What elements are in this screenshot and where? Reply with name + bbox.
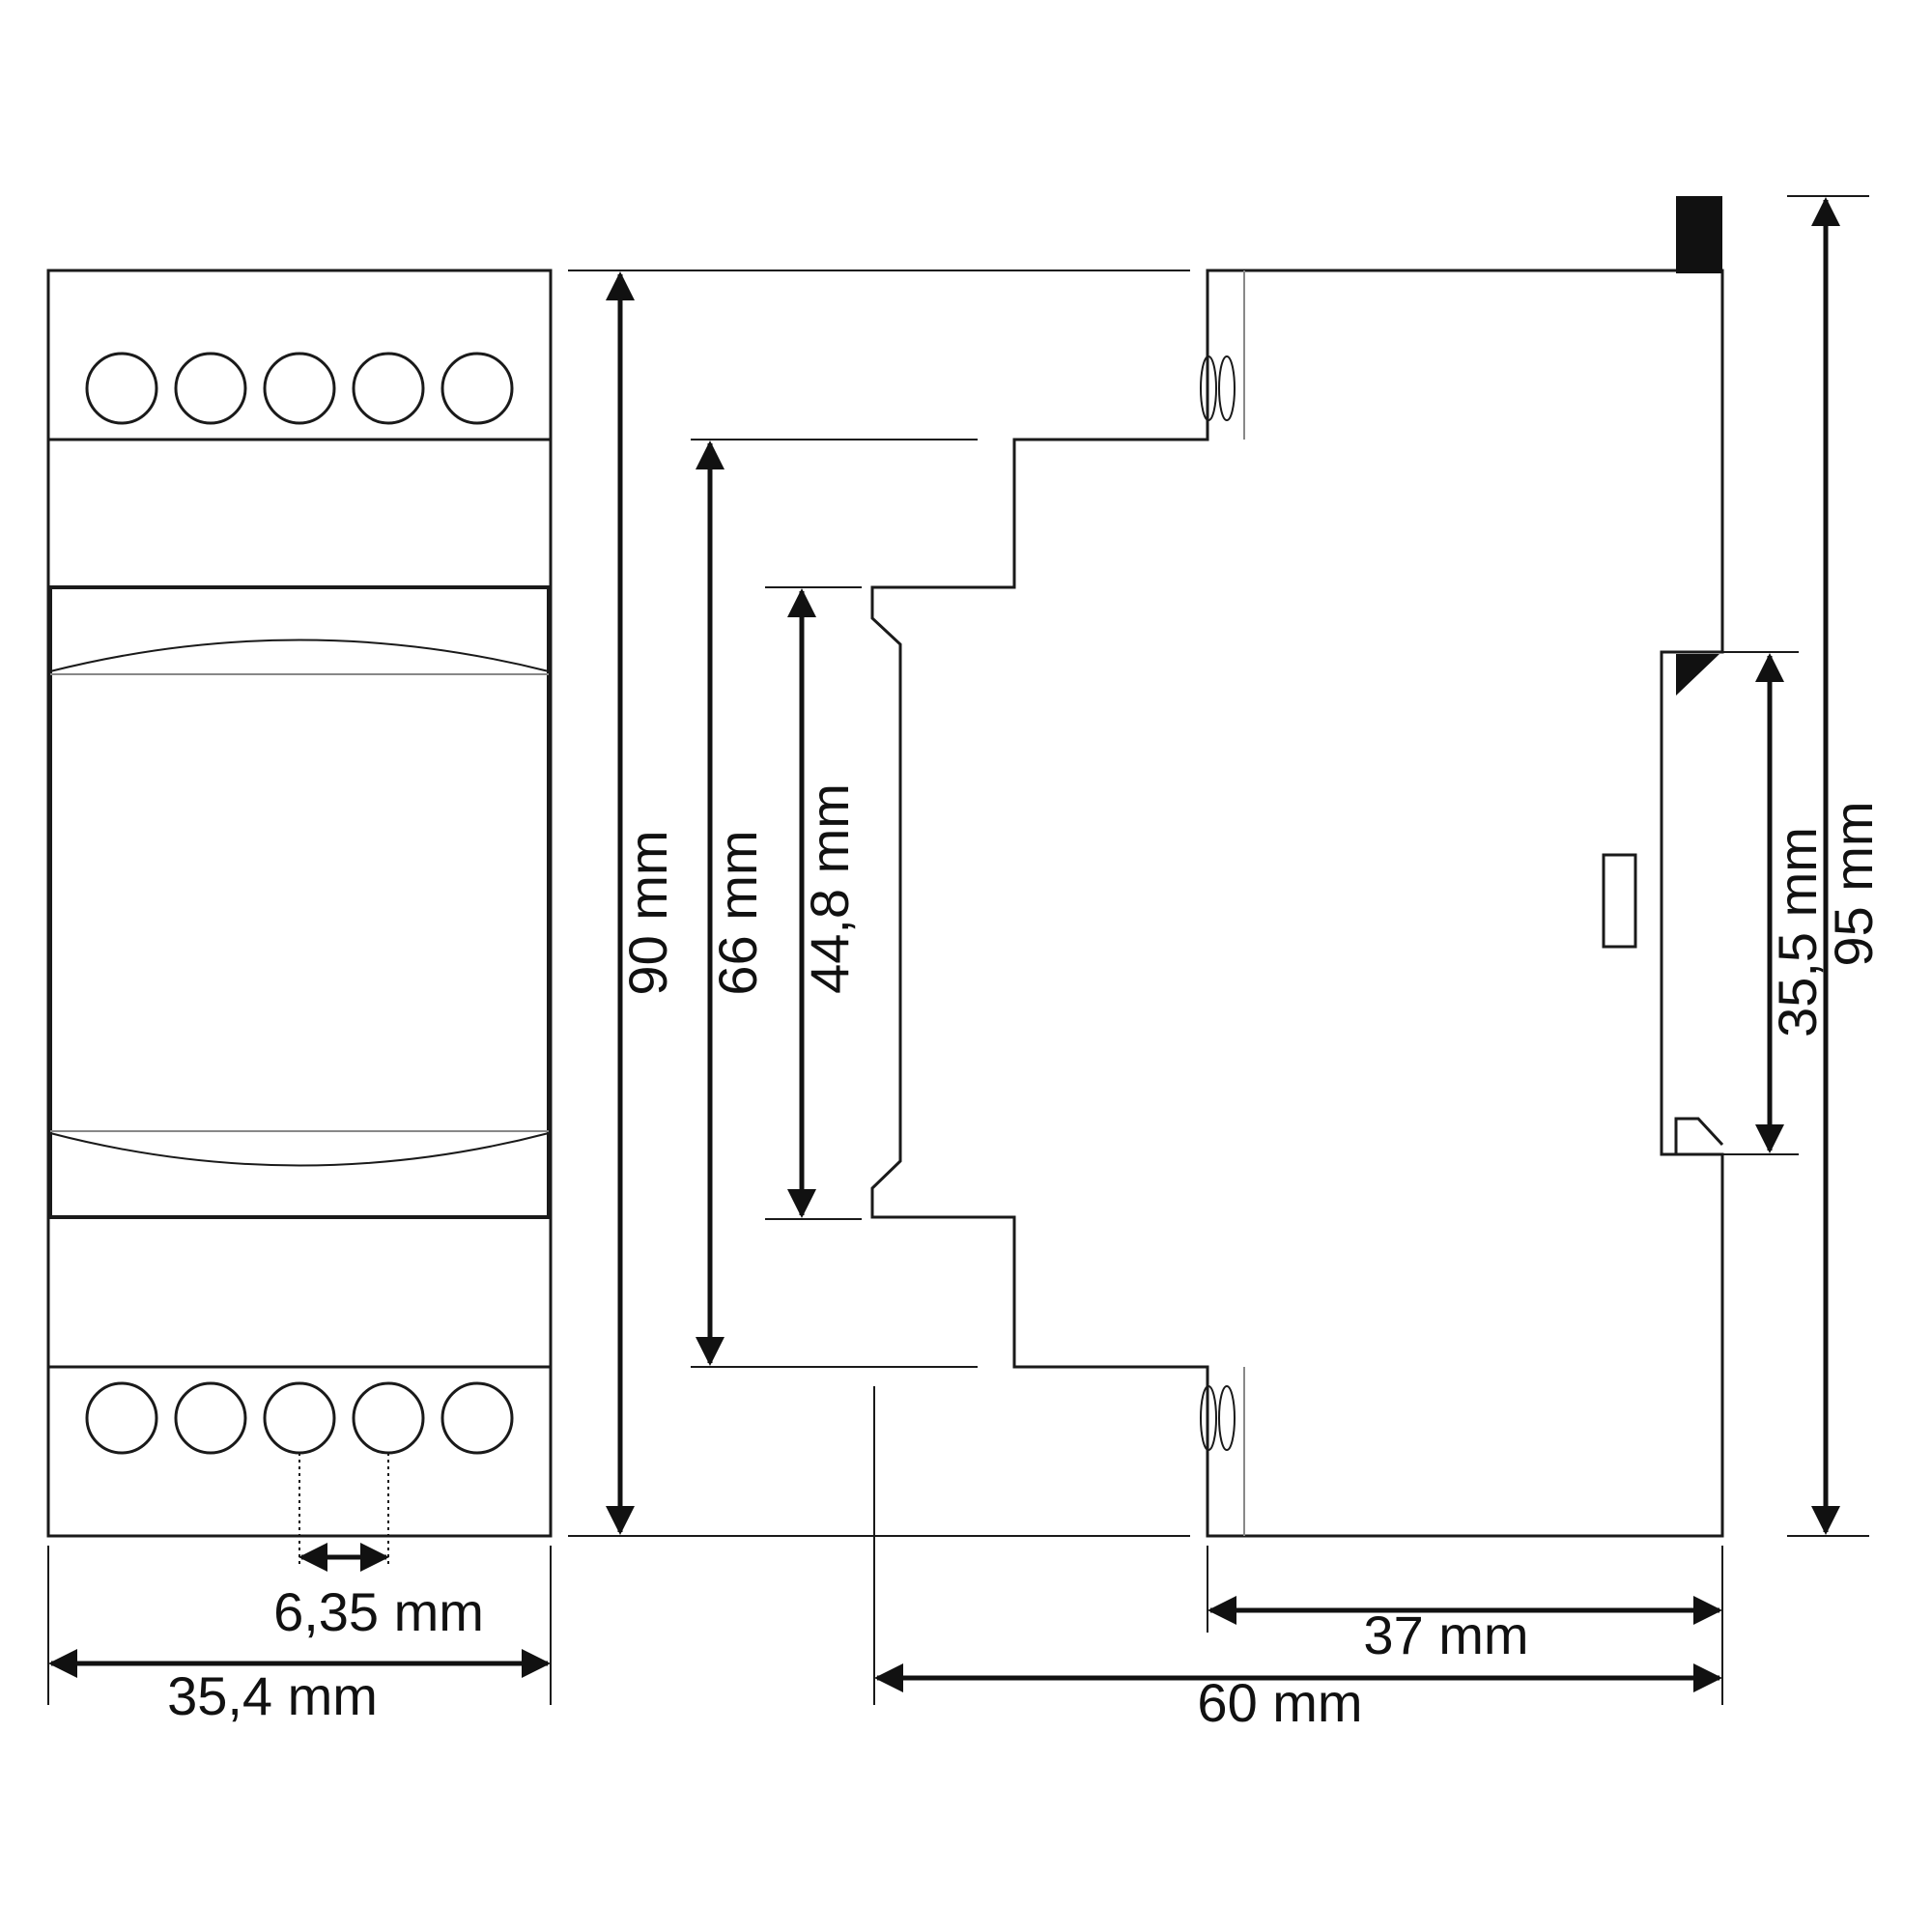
terminal-screw-icon bbox=[174, 1381, 247, 1455]
depth-rail-dimension-label: 37 mm bbox=[1363, 1605, 1528, 1665]
front-width-dimension-label: 35,4 mm bbox=[167, 1665, 378, 1726]
front-outline bbox=[46, 269, 553, 1538]
front-view: 6,35 mm 35,4 mm bbox=[46, 269, 553, 1726]
terminal-screw-icon bbox=[263, 1381, 336, 1455]
pitch-dimension-label: 6,35 mm bbox=[273, 1581, 484, 1642]
terminal-screw-icon bbox=[352, 1381, 425, 1455]
screw-head-icon bbox=[1200, 1385, 1217, 1451]
terminal-screw-icon bbox=[263, 352, 336, 425]
height-overall-dimension-label: 95 mm bbox=[1823, 801, 1884, 966]
terminal-screw-icon bbox=[352, 352, 425, 425]
top-latch bbox=[1676, 196, 1722, 273]
rail-window bbox=[1602, 853, 1637, 949]
rail-width-dimension-label: 35,5 mm bbox=[1767, 827, 1828, 1037]
rail-slot-hook bbox=[1662, 1117, 1724, 1156]
height-total-dimension-label: 90 mm bbox=[617, 830, 678, 995]
height-front-dimension-label: 44,8 mm bbox=[799, 783, 860, 994]
side-view bbox=[870, 196, 1724, 1538]
front-panel bbox=[48, 585, 551, 1219]
terminal-screw-icon bbox=[440, 352, 514, 425]
front-panel-upper-curve bbox=[49, 639, 550, 672]
side-dimensions: 90 mm 66 mm 44,8 mm 35,5 mm 95 mm 37 mm … bbox=[568, 195, 1884, 1733]
rail-clip-icon bbox=[1676, 654, 1719, 696]
front-panel-lower-curve bbox=[49, 1132, 550, 1167]
terminal-screw-icon bbox=[85, 1381, 158, 1455]
screw-head-icon bbox=[1218, 1385, 1236, 1451]
height-step-dimension-label: 66 mm bbox=[707, 830, 768, 995]
terminal-screw-icon bbox=[85, 352, 158, 425]
depth-total-dimension-label: 60 mm bbox=[1197, 1672, 1362, 1733]
top-terminal-row bbox=[85, 352, 514, 425]
terminal-screw-icon bbox=[440, 1381, 514, 1455]
side-outline bbox=[870, 269, 1724, 1538]
screw-head-icon bbox=[1200, 355, 1217, 421]
bottom-terminal-row bbox=[85, 1381, 514, 1455]
screw-head-icon bbox=[1218, 355, 1236, 421]
terminal-screw-icon bbox=[174, 352, 247, 425]
